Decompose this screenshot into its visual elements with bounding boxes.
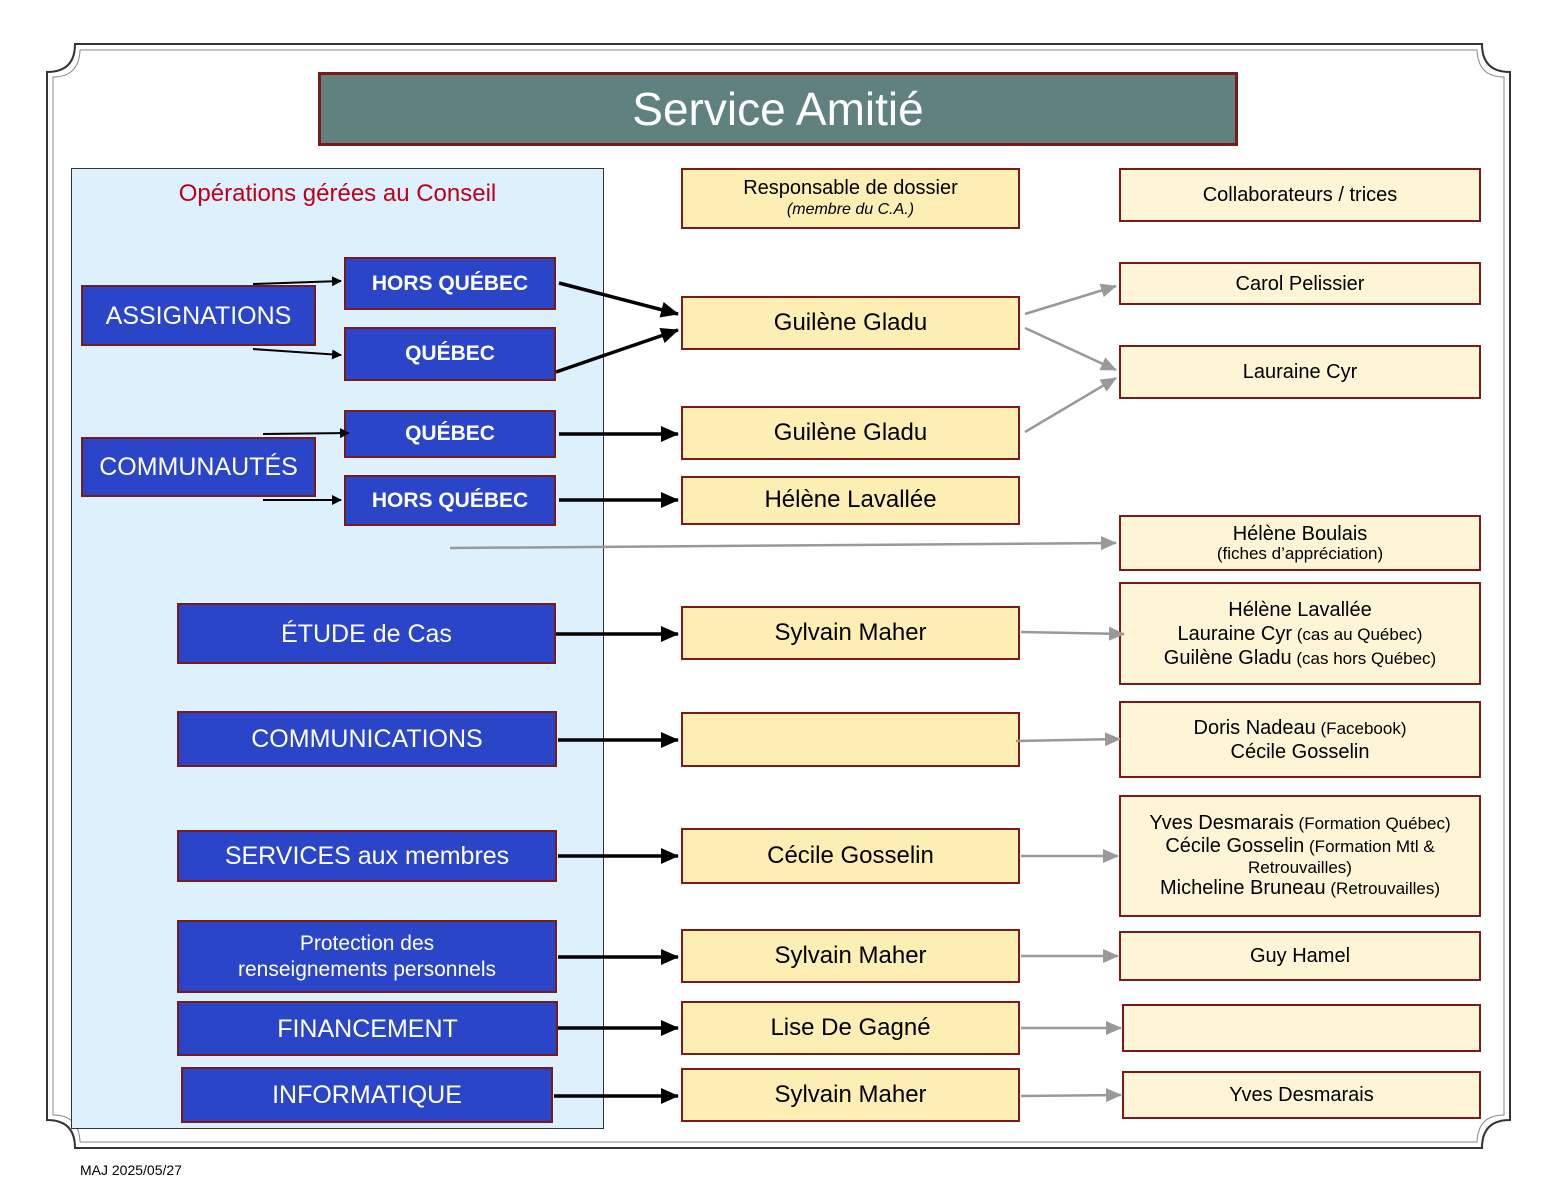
collab-name: Cécile Gosselin <box>1230 740 1370 763</box>
collab-etude: Hélène Lavallée Lauraine Cyr (cas au Qué… <box>1119 582 1481 685</box>
responsable-protection: Sylvain Maher <box>681 929 1020 983</box>
update-date: MAJ 2025/05/27 <box>80 1162 182 1178</box>
responsable-communautes-hors-quebec: Hélène Lavallée <box>681 476 1020 525</box>
collab-name: Yves Desmarais <box>1229 1084 1374 1106</box>
op-etude-de-cas: ÉTUDE de Cas <box>177 603 556 664</box>
op-protection: Protection des renseignements personnels <box>177 920 557 993</box>
collab-note: (Formation Québec) <box>1293 813 1451 833</box>
header-responsable-sub: (membre du C.A.) <box>786 200 915 218</box>
collab-note: (fiches d’appréciation) <box>1216 543 1384 563</box>
collab-carol-pelissier: Carol Pelissier <box>1119 262 1481 305</box>
header-collaborateurs: Collaborateurs / trices <box>1119 168 1481 222</box>
responsable-name: Sylvain Maher <box>774 1080 927 1108</box>
responsable-name: Guilène Gladu <box>773 418 928 446</box>
op-services-aux-membres: SERVICES aux membres <box>177 830 557 882</box>
collab-name: Cécile Gosselin <box>1165 834 1305 857</box>
op-protection-line1: Protection des <box>299 932 435 956</box>
responsable-informatique: Sylvain Maher <box>681 1068 1020 1122</box>
collab-name: Hélène Boulais <box>1232 522 1368 545</box>
responsable-communautes-quebec: Guilène Gladu <box>681 406 1020 460</box>
operations-title: Opérations gérées au Conseil <box>178 180 497 207</box>
collab-services: Yves Desmarais (Formation Québec) Cécile… <box>1119 795 1481 917</box>
collab-note: (cas hors Québec) <box>1291 648 1437 668</box>
responsable-name: Hélène Lavallée <box>764 486 937 514</box>
collab-guy-hamel: Guy Hamel <box>1119 931 1481 981</box>
op-communautes-quebec: QUÉBEC <box>344 410 556 458</box>
collab-financement <box>1122 1004 1481 1052</box>
collab-yves-desmarais: Yves Desmarais <box>1122 1071 1481 1119</box>
responsable-name: Sylvain Maher <box>774 941 927 969</box>
collab-communications: Doris Nadeau (Facebook) Cécile Gosselin <box>1119 701 1481 778</box>
collab-note: (cas au Québec) <box>1292 624 1423 644</box>
op-assignations-hors-quebec: HORS QUÉBEC <box>344 257 556 310</box>
collab-note: Retrouvailles) <box>1248 857 1352 877</box>
responsable-communications <box>681 712 1020 767</box>
collab-note: (Formation Mtl & <box>1304 836 1435 856</box>
op-communautes-hors-quebec: HORS QUÉBEC <box>344 475 556 526</box>
responsable-etude: Sylvain Maher <box>681 606 1020 660</box>
responsable-name: Cécile Gosselin <box>767 841 934 869</box>
collab-note: (Facebook) <box>1315 718 1407 738</box>
header-responsable: Responsable de dossier (membre du C.A.) <box>681 168 1020 229</box>
op-assignations: ASSIGNATIONS <box>81 285 316 346</box>
collab-name: Guy Hamel <box>1249 945 1351 967</box>
responsable-name: Guilène Gladu <box>773 308 928 336</box>
collab-name: Guilène Gladu <box>1163 646 1292 669</box>
header-collaborateurs-label: Collaborateurs / trices <box>1202 184 1398 206</box>
collab-lauraine-cyr: Lauraine Cyr <box>1119 345 1481 399</box>
op-protection-line2: renseignements personnels <box>238 957 496 981</box>
op-informatique: INFORMATIQUE <box>181 1067 553 1123</box>
op-communications: COMMUNICATIONS <box>177 711 557 767</box>
responsable-name: Sylvain Maher <box>774 618 927 646</box>
responsable-financement: Lise De Gagné <box>681 1001 1020 1055</box>
responsable-assignations: Guilène Gladu <box>681 296 1020 350</box>
op-communautes: COMMUNAUTÉS <box>81 437 316 497</box>
collab-note: (Retrouvailles) <box>1325 879 1440 899</box>
collab-name: Yves Desmarais <box>1149 811 1294 834</box>
collab-name: Lauraine Cyr <box>1242 361 1358 383</box>
op-financement: FINANCEMENT <box>177 1001 558 1056</box>
collab-name: Hélène Lavallée <box>1228 598 1372 621</box>
op-assignations-quebec: QUÉBEC <box>344 327 556 381</box>
header-responsable-label: Responsable de dossier <box>743 177 958 200</box>
responsable-services: Cécile Gosselin <box>681 828 1020 884</box>
collab-name: Carol Pelissier <box>1235 272 1365 295</box>
collab-name: Lauraine Cyr <box>1177 622 1293 645</box>
page-title: Service Amitié <box>318 72 1238 146</box>
collab-name: Doris Nadeau <box>1193 716 1316 739</box>
responsable-name: Lise De Gagné <box>770 1013 931 1041</box>
collab-name: Micheline Bruneau <box>1160 877 1326 900</box>
collab-helene-boulais: Hélène Boulais (fiches d’appréciation) <box>1119 515 1481 571</box>
